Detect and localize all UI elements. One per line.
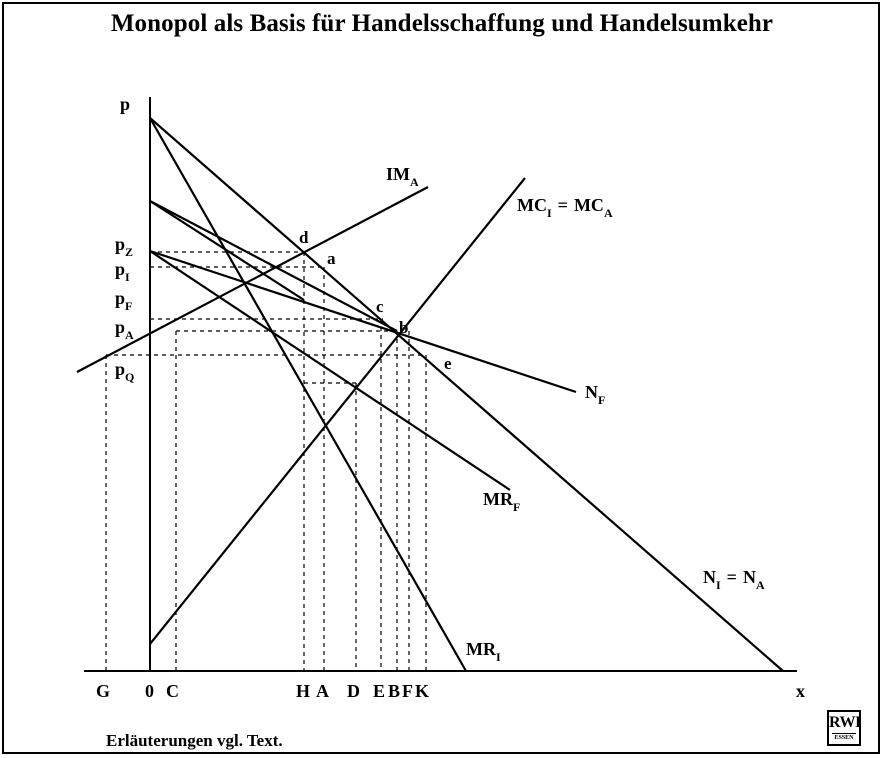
curve-label-mr-f: MRF: [483, 489, 520, 514]
price-label-pz: pZ: [115, 234, 133, 259]
curve-mc: [149, 177, 526, 645]
quantity-label-k: K: [415, 681, 429, 701]
quantity-label-b: B: [388, 681, 400, 701]
dashed-guides: [105, 251, 427, 671]
curve-label-n-f: NF: [585, 382, 605, 407]
footnote: Erläuterungen vgl. Text.: [106, 731, 283, 750]
quantity-label-g: G: [96, 681, 110, 701]
rwi-logo: RWI ESSEN: [827, 710, 861, 746]
x-axis-label: x: [796, 681, 805, 701]
curve-label-n-i: NI=NA: [703, 567, 765, 592]
point-label-b: b: [399, 318, 408, 337]
curve-mr-i: [149, 117, 467, 672]
quantity-label-f: F: [402, 681, 413, 701]
price-label-pq: pQ: [115, 359, 134, 384]
quantity-label-e: E: [373, 681, 385, 701]
quantity-label-c: C: [166, 681, 179, 701]
curve-n-i: [149, 117, 784, 672]
quantity-label-d: D: [347, 681, 360, 701]
price-label-pi: pI: [115, 259, 130, 284]
point-label-a: a: [327, 249, 336, 268]
curve-im-a: [76, 186, 429, 373]
y-axis-label: p: [120, 94, 130, 114]
figure-title: Monopol als Basis für Handelsschaffung u…: [110, 10, 774, 37]
price-label-pa: pA: [115, 317, 134, 342]
curve-label-mr-i: MRI: [466, 639, 501, 664]
curve-n-z: [149, 200, 398, 332]
quantity-label-h: H: [296, 681, 310, 701]
point-label-c: c: [376, 297, 384, 316]
point-label-e: e: [444, 354, 452, 373]
curve-n-f: [149, 249, 577, 394]
curve-mr-z: [149, 200, 305, 301]
quantity-label-a: A: [316, 681, 329, 701]
price-label-pf: pF: [115, 288, 132, 313]
curve-label-im-a: IMA: [386, 164, 419, 189]
curve-label-mc: MCI=MCA: [517, 195, 613, 220]
curve-mr-f: [149, 250, 511, 491]
point-label-d: d: [299, 228, 309, 247]
quantity-label-0: 0: [145, 681, 154, 701]
